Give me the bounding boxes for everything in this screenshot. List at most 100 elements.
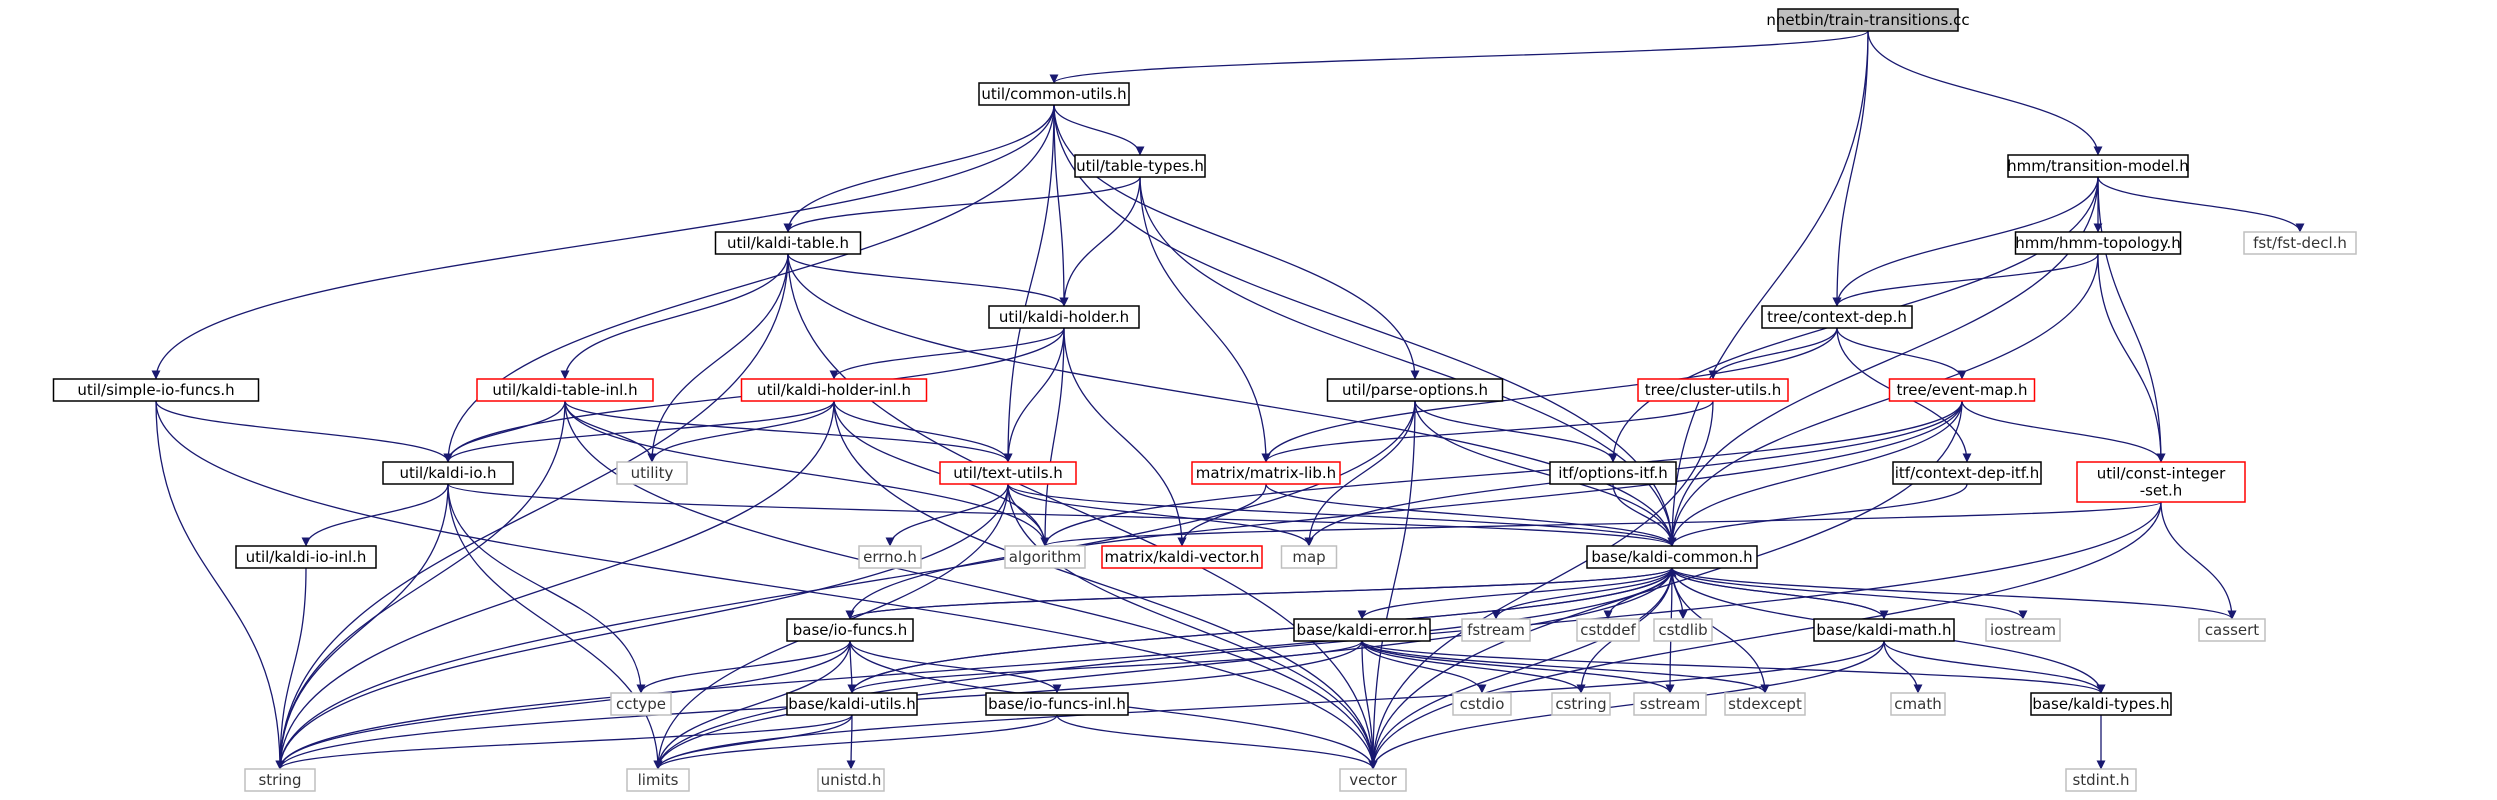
edge-text_utils-to-vector (1007, 483, 1378, 770)
edge-const_integer_set-to-cassert (2160, 501, 2237, 620)
node-box (1326, 378, 1504, 402)
node-label: sstream (1640, 695, 1700, 713)
node-label: cstdio (1460, 695, 1505, 713)
node-kaldi-table-inl[interactable]: util/kaldi-table-inl.h (476, 378, 654, 402)
node-box (1637, 378, 1789, 402)
node-root[interactable]: nnetbin/train-transitions.cc (1766, 8, 1970, 32)
edge-io_funcs-to-limits (653, 640, 851, 770)
edge-kaldi_common-to-string (275, 567, 1673, 770)
node-hmm-topology[interactable]: hmm/hmm-topology.h (2014, 231, 2182, 255)
node-io-funcs[interactable]: base/io-funcs.h (786, 618, 914, 642)
edge-cluster_utils-to-vector (1368, 400, 1714, 770)
node-box (1549, 461, 1677, 485)
edge-kaldi_common-to-vector (1368, 567, 1673, 770)
edge-kaldi_utils-to-kaldi_common (851, 567, 1677, 694)
node-label: base/kaldi-common.h (1591, 548, 1752, 566)
node-label: limits (638, 771, 679, 789)
node-cluster-utils[interactable]: tree/cluster-utils.h (1637, 378, 1789, 402)
edge-root-to-kaldi_common (1667, 30, 1869, 547)
node-kaldi-table[interactable]: util/kaldi-table.h (714, 231, 862, 255)
node-box (2014, 231, 2182, 255)
edge-kaldi_holder_inl-to-text_utils (833, 400, 1013, 463)
node-context-dep-itf[interactable]: itf/context-dep-itf.h (1892, 461, 2042, 485)
node-label: tree/event-map.h (1897, 381, 2028, 399)
edge-kaldi_common-to-kaldi_error (1357, 567, 1673, 620)
node-limits: limits (626, 768, 690, 792)
node-io-funcs-inl[interactable]: base/io-funcs-inl.h (985, 692, 1129, 716)
node-fst-decl: fst/fst-decl.h (2243, 231, 2357, 255)
edge-cluster_utils-to-matrix_lib (1261, 400, 1714, 463)
edge-kaldi_io-to-limits (447, 483, 663, 770)
node-label: -set.h (2140, 482, 2183, 500)
edge-simple_io-to-string (155, 400, 285, 770)
node-context-dep[interactable]: tree/context-dep.h (1761, 305, 1913, 329)
edge-kaldi_table_inl-to-algorithm (564, 400, 1050, 547)
edge-root-to-context_dep (1832, 30, 1869, 307)
node-string: string (244, 768, 316, 792)
node-label: cstdlib (1658, 621, 1707, 639)
node-transition-model[interactable]: hmm/transition-model.h (2007, 154, 2189, 178)
node-kaldi-io[interactable]: util/kaldi-io.h (382, 461, 514, 485)
edge-kaldi_common-to-limits (653, 567, 1673, 770)
edge-kaldi_table_inl-to-vector (564, 400, 1378, 770)
node-label: base/io-funcs.h (793, 621, 907, 639)
edge-common_utils-to-parse_options (1053, 104, 1420, 380)
edge-text_utils-to-kaldi_common (1007, 483, 1677, 547)
edge-io_funcs-to-kaldi_utils (847, 640, 857, 694)
node-parse-options[interactable]: util/parse-options.h (1326, 378, 1504, 402)
node-simple-io[interactable]: util/simple-io-funcs.h (52, 378, 260, 402)
node-options-itf[interactable]: itf/options-itf.h (1549, 461, 1677, 485)
edge-kaldi_holder-to-text_utils (1003, 327, 1065, 463)
edge-kaldi_table-to-kaldi_holder (787, 253, 1069, 307)
node-label: util/simple-io-funcs.h (77, 381, 234, 399)
node-kaldi-error[interactable]: base/kaldi-error.h (1293, 618, 1431, 642)
node-utility: utility (616, 461, 688, 485)
file-nodes: nnetbin/train-transitions.cc util/common-… (52, 8, 2357, 792)
edge-table_types-to-matrix_lib (1139, 176, 1271, 463)
edge-io_funcs-to-kaldi_common (849, 567, 1677, 620)
edge-kaldi_holder_inl-to-vector (833, 400, 1378, 770)
node-kaldi-types[interactable]: base/kaldi-types.h (2030, 692, 2172, 716)
node-kaldi-utils[interactable]: base/kaldi-utils.h (786, 692, 918, 716)
node-table-types[interactable]: util/table-types.h (1074, 154, 1206, 178)
edge-kaldi_error-to-cstdio (1361, 640, 1487, 694)
node-label: util/parse-options.h (1342, 381, 1488, 399)
node-label: cstddef (1580, 621, 1636, 639)
node-label: matrix/kaldi-vector.h (1105, 548, 1260, 566)
node-kaldi-math[interactable]: base/kaldi-math.h (1813, 618, 1955, 642)
edge-io_funcs-to-io_funcs_inl (849, 640, 1062, 694)
node-const-integer-set[interactable]: util/const-integer-set.h (2076, 461, 2246, 503)
node-label: tree/context-dep.h (1767, 308, 1907, 326)
edge-event_map-to-const_integer_set (1961, 400, 2166, 463)
edge-event_map-to-kaldi_common (1667, 400, 1963, 547)
node-label: base/kaldi-math.h (1816, 621, 1951, 639)
node-label: stdexcept (1728, 695, 1802, 713)
node-matrix-lib[interactable]: matrix/matrix-lib.h (1191, 461, 1341, 485)
node-label: cstring (1555, 695, 1606, 713)
node-kaldi-vector[interactable]: matrix/kaldi-vector.h (1101, 545, 1263, 569)
node-label: util/const-integer (2097, 465, 2226, 483)
node-kaldi-io-inl[interactable]: util/kaldi-io-inl.h (235, 545, 377, 569)
edge-simple_io-to-vector (155, 400, 1378, 770)
node-vector: vector (1339, 768, 1407, 792)
node-label: cctype (616, 695, 666, 713)
node-box (2198, 618, 2266, 642)
edge-kaldi_table-to-kaldi_common (787, 253, 1677, 547)
node-kaldi-holder-inl[interactable]: util/kaldi-holder-inl.h (740, 378, 928, 402)
node-box (1576, 618, 1640, 642)
node-text-utils[interactable]: util/text-utils.h (939, 461, 1077, 485)
node-kaldi-holder[interactable]: util/kaldi-holder.h (988, 305, 1140, 329)
node-kaldi-common[interactable]: base/kaldi-common.h (1586, 545, 1758, 569)
node-common-utils[interactable]: util/common-utils.h (978, 82, 1130, 106)
node-box (1985, 618, 2061, 642)
node-box (786, 692, 918, 716)
edge-parse_options-to-vector (1368, 400, 1416, 770)
node-event-map[interactable]: tree/event-map.h (1888, 378, 2036, 402)
node-label: util/common-utils.h (981, 85, 1126, 103)
edge-kaldi_io-to-kaldi_io_inl (301, 483, 449, 547)
edge-kaldi_math-to-cmath (1883, 640, 1923, 694)
node-label: stdint.h (2072, 771, 2129, 789)
edge-context_dep-to-event_map (1836, 327, 1967, 380)
node-box (52, 378, 260, 402)
